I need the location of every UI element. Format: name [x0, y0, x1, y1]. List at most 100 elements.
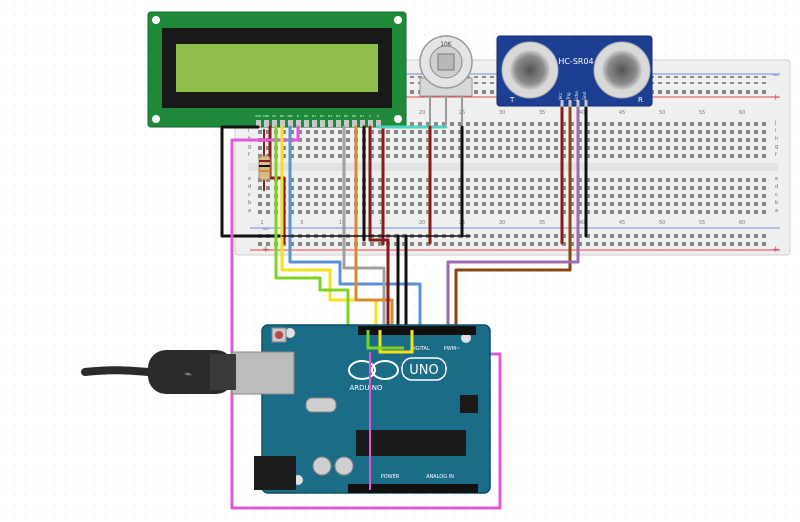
usb-cable-wire: [81, 366, 154, 376]
resistor-band: [259, 170, 270, 172]
rail-plus-top-right: +: [772, 93, 780, 103]
resistor-body: [258, 155, 271, 181]
lcd-pin-label: D6: [352, 114, 356, 118]
row-letter: g: [775, 144, 778, 150]
column-number: 50: [659, 220, 665, 226]
lcd-pin-label: D3: [328, 114, 332, 118]
column-number: 20: [419, 110, 425, 116]
sensor-pin-label: Vcc: [558, 92, 563, 99]
power-label: POWER: [381, 474, 400, 480]
digital-label: DIGITAL: [410, 346, 430, 352]
lcd-pin: [368, 120, 373, 127]
lcd-pin-label: A: [369, 114, 372, 118]
column-number: 50: [659, 110, 665, 116]
column-number: 35: [539, 110, 545, 116]
column-number: 35: [539, 220, 545, 226]
sensor-mesh-left: [510, 50, 550, 90]
column-number: 45: [619, 220, 625, 226]
column-number: 20: [419, 220, 425, 226]
lcd-pin: [304, 120, 309, 127]
column-number: 40: [579, 110, 585, 116]
pot-label: 10K: [440, 41, 453, 48]
row-letter: c: [248, 192, 251, 198]
sensor-pin-label: Echo: [574, 91, 579, 101]
wire-yellow-to-pin: [378, 330, 414, 354]
usb-plug-tip: [210, 354, 236, 390]
lcd-pin: [272, 120, 277, 127]
lcd-pin: [376, 120, 381, 127]
lcd-pin: [264, 120, 269, 127]
lcd-pin-label: V0: [272, 114, 276, 118]
column-number: 10: [339, 220, 345, 226]
usb-icon: ⌁: [184, 367, 192, 382]
wire-magenta-lcd-rs: [230, 125, 502, 510]
sensor-pin: [560, 100, 564, 110]
lcd-pin: [360, 120, 365, 127]
row-letters: jjiihhggffeeddccbbaa: [247, 120, 778, 214]
lcd-pin: [296, 120, 301, 127]
digital-header: [358, 326, 476, 335]
reset-button-cap[interactable]: [275, 331, 283, 339]
wire-brown-sensor-trig: [454, 106, 572, 332]
wire-yellow-lcd-d7: [280, 125, 378, 332]
lcd-pin-label: VSS: [255, 114, 261, 118]
sensor-t-label: T: [509, 96, 515, 104]
icsp-header: [460, 395, 478, 413]
lcd-pin-label: D2: [320, 114, 324, 118]
crystal: [305, 397, 337, 413]
lcd-pin-label: D5: [344, 114, 348, 118]
lcd-pin-label: RS: [280, 114, 284, 118]
rail-minus-bottom: −: [262, 225, 270, 235]
lcd-pin-label: E: [297, 114, 299, 118]
row-letter: i: [775, 128, 776, 134]
column-number: 40: [579, 220, 585, 226]
power-analog-header: [348, 484, 478, 493]
resistor: [258, 155, 271, 181]
lcd-pin-label: D1: [312, 114, 316, 118]
rail-minus-top: −: [772, 71, 780, 81]
column-number: 5: [300, 220, 303, 226]
sensor-pin: [584, 100, 588, 110]
wire-black-lcd-ground: [220, 125, 284, 238]
row-letter: f: [248, 152, 250, 158]
wires: [220, 106, 588, 510]
lcd-pin-label: D0: [304, 114, 308, 118]
wire-blue-lcd-d5: [288, 125, 422, 332]
wire-orange-lcd-e: [354, 125, 394, 332]
lcd-pin: [320, 120, 325, 127]
uno-badge: [401, 357, 447, 381]
lcd-pin-label: RW: [288, 114, 293, 118]
sensor-r-label: R: [638, 96, 643, 104]
lcd-pin: [336, 120, 341, 127]
row-letter: a: [248, 208, 251, 214]
lcd-pin: [288, 120, 293, 127]
resistor-band: [259, 160, 270, 162]
pwm-label: PWM~: [444, 346, 460, 352]
lcd-pin-label: K: [377, 114, 380, 118]
sensor-model-label: HC-SR04: [558, 57, 593, 66]
arduino-logo-loop: [371, 360, 399, 380]
rail-holes-bottom-1: [258, 230, 770, 238]
lcd-pin-label: VDD: [263, 114, 270, 118]
wire-purple-sensor-echo: [446, 106, 580, 332]
row-letter: d: [248, 184, 251, 190]
pot-shaft: [437, 53, 455, 71]
lcd-mount-hole: [394, 16, 402, 24]
potentiometer: 10K: [419, 35, 473, 125]
sensor-mesh-right: [602, 50, 642, 90]
column-number: 60: [739, 110, 745, 116]
lcd-mount-hole: [394, 115, 402, 123]
column-number: 45: [619, 110, 625, 116]
rail-plus-bottom-right: +: [772, 245, 780, 255]
analog-label: ANALOG IN: [426, 474, 454, 480]
column-number: 1: [260, 220, 263, 226]
row-letter: g: [248, 144, 251, 150]
lcd-pin: [280, 120, 285, 127]
row-letter: e: [775, 176, 778, 182]
lcd-pin-label: D7: [360, 114, 364, 118]
sensor-pin: [568, 100, 572, 110]
